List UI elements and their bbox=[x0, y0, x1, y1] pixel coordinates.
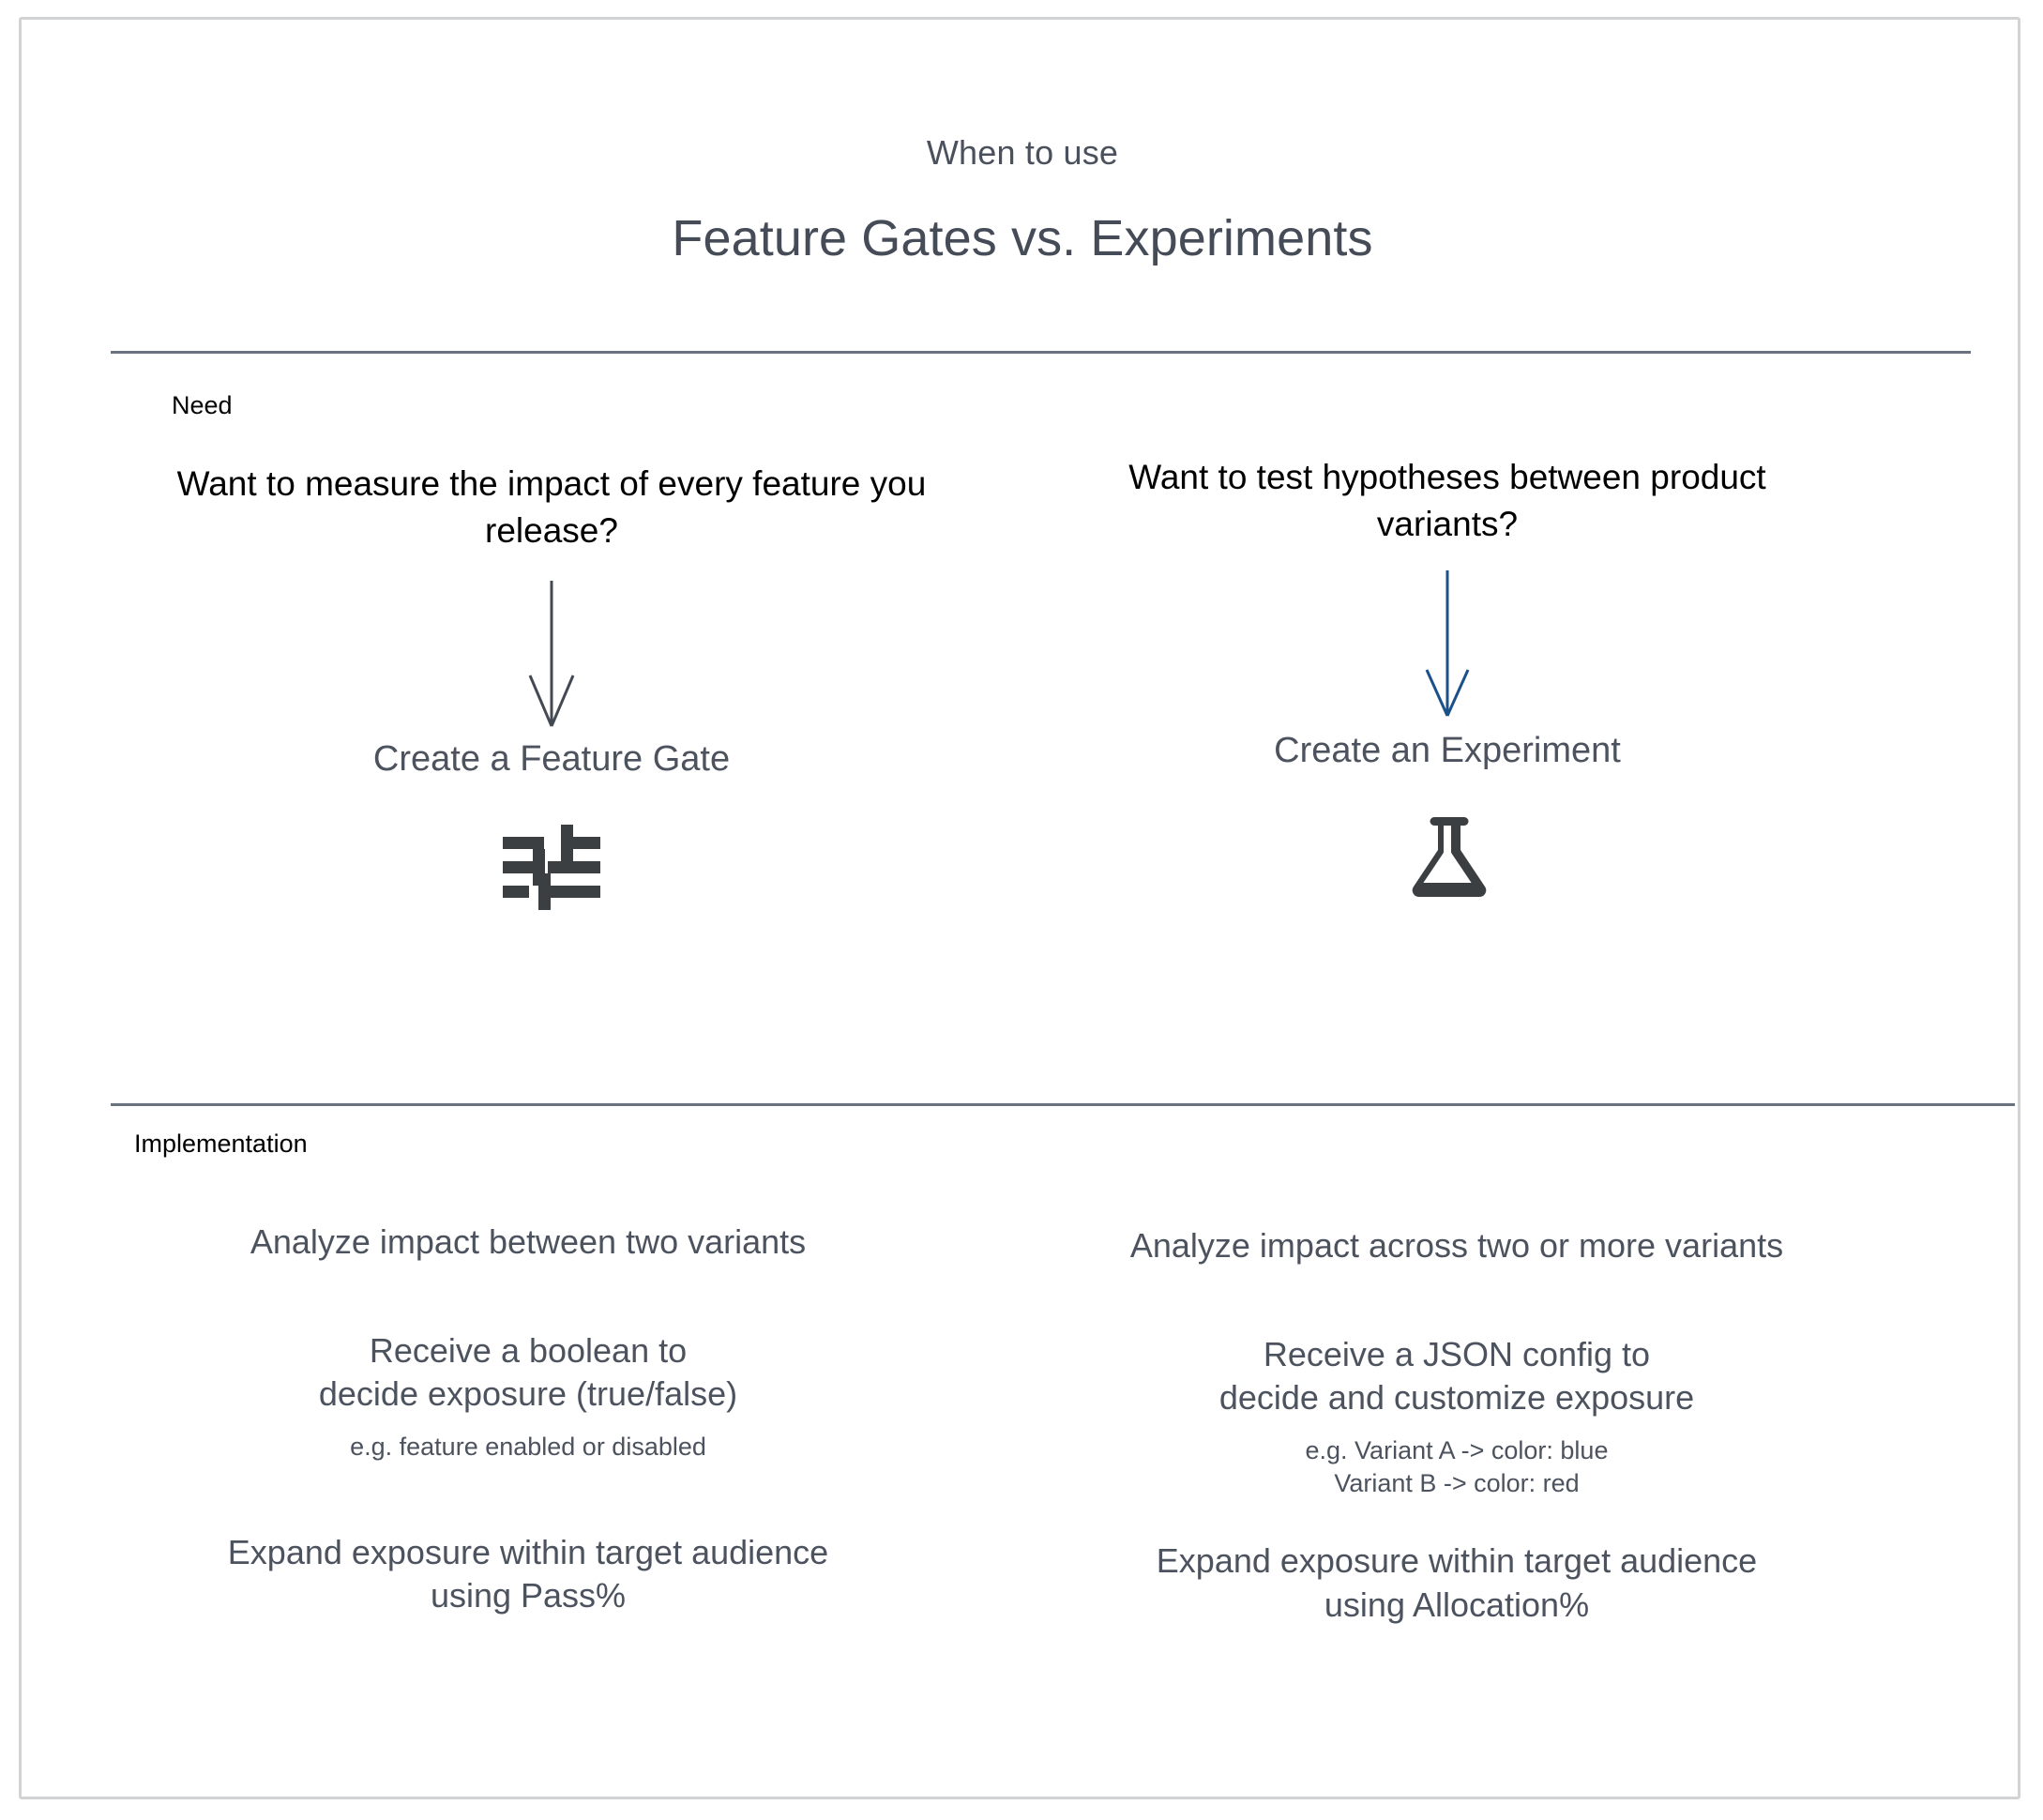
down-arrow-icon bbox=[528, 580, 575, 727]
impl-example-right-line1: e.g. Variant A -> color: blue bbox=[1305, 1436, 1609, 1465]
sliders-tune-icon bbox=[503, 825, 600, 911]
icon-wrap-right bbox=[1091, 811, 1804, 902]
impl-example-right: e.g. Variant A -> color: blue Variant B … bbox=[1035, 1434, 1879, 1500]
section-label-need: Need bbox=[172, 391, 233, 419]
need-action-left: Create a Feature Gate bbox=[372, 738, 731, 779]
impl-text-receive-right-line1: Receive a JSON config to bbox=[1263, 1335, 1651, 1374]
impl-text-receive-left-line1: Receive a boolean to bbox=[369, 1331, 688, 1371]
section-divider-implementation bbox=[111, 1103, 2015, 1106]
flask-beaker-icon bbox=[1412, 817, 1487, 898]
impl-text-receive-left-line2: decide exposure (true/false) bbox=[318, 1374, 738, 1414]
implementation-column-experiment: Analyze impact across two or more varian… bbox=[1035, 1221, 1879, 1627]
impl-block-expand-right: Expand exposure within target audience u… bbox=[1035, 1539, 1879, 1626]
impl-block-analyze-right: Analyze impact across two or more varian… bbox=[1035, 1224, 1879, 1267]
section-divider-need bbox=[111, 351, 1971, 354]
page-title: Feature Gates vs. Experiments bbox=[672, 210, 1373, 267]
impl-block-expand-left: Expand exposure within target audience u… bbox=[144, 1531, 913, 1617]
impl-text-expand-right-line1: Expand exposure within target audience bbox=[1156, 1541, 1758, 1581]
impl-text-expand-left-line2: using Pass% bbox=[430, 1576, 627, 1615]
impl-text-expand-right-line2: using Allocation% bbox=[1324, 1585, 1590, 1624]
arrow-wrap-left bbox=[162, 579, 941, 738]
arrow-wrap-right bbox=[1091, 569, 1804, 728]
need-column-feature-gate: Want to measure the impact of every feat… bbox=[162, 461, 941, 911]
slide-header: When to use Feature Gates vs. Experiment… bbox=[22, 132, 2023, 269]
impl-text-analyze-left: Analyze impact between two variants bbox=[250, 1222, 807, 1261]
impl-block-receive-right: Receive a JSON config to decide and cust… bbox=[1035, 1333, 1879, 1500]
impl-text-receive-right-line2: decide and customize exposure bbox=[1218, 1378, 1695, 1418]
need-section: Want to measure the impact of every feat… bbox=[22, 458, 2023, 1061]
impl-text-expand-left-line1: Expand exposure within target audience bbox=[227, 1533, 829, 1572]
down-arrow-icon bbox=[1425, 569, 1470, 717]
section-label-implementation: Implementation bbox=[134, 1130, 308, 1158]
need-column-experiment: Want to test hypotheses between product … bbox=[1091, 458, 1804, 902]
eyebrow-title: When to use bbox=[926, 133, 1119, 172]
impl-block-analyze-left: Analyze impact between two variants bbox=[144, 1221, 913, 1264]
icon-wrap-left bbox=[162, 820, 941, 911]
impl-example-left: e.g. feature enabled or disabled bbox=[144, 1431, 913, 1464]
need-question-right: Want to test hypotheses between product … bbox=[1128, 458, 1766, 543]
slide-canvas: When to use Feature Gates vs. Experiment… bbox=[19, 17, 2020, 1799]
impl-block-receive-left: Receive a boolean to decide exposure (tr… bbox=[144, 1329, 913, 1464]
impl-text-analyze-right: Analyze impact across two or more varian… bbox=[1129, 1226, 1784, 1265]
impl-example-left-line1: e.g. feature enabled or disabled bbox=[350, 1433, 706, 1462]
need-action-right: Create an Experiment bbox=[1274, 730, 1621, 770]
need-question-left: Want to measure the impact of every feat… bbox=[176, 464, 927, 550]
implementation-column-feature-gate: Analyze impact between two variants Rece… bbox=[144, 1221, 913, 1617]
impl-example-right-line2: Variant B -> color: red bbox=[1334, 1469, 1580, 1498]
